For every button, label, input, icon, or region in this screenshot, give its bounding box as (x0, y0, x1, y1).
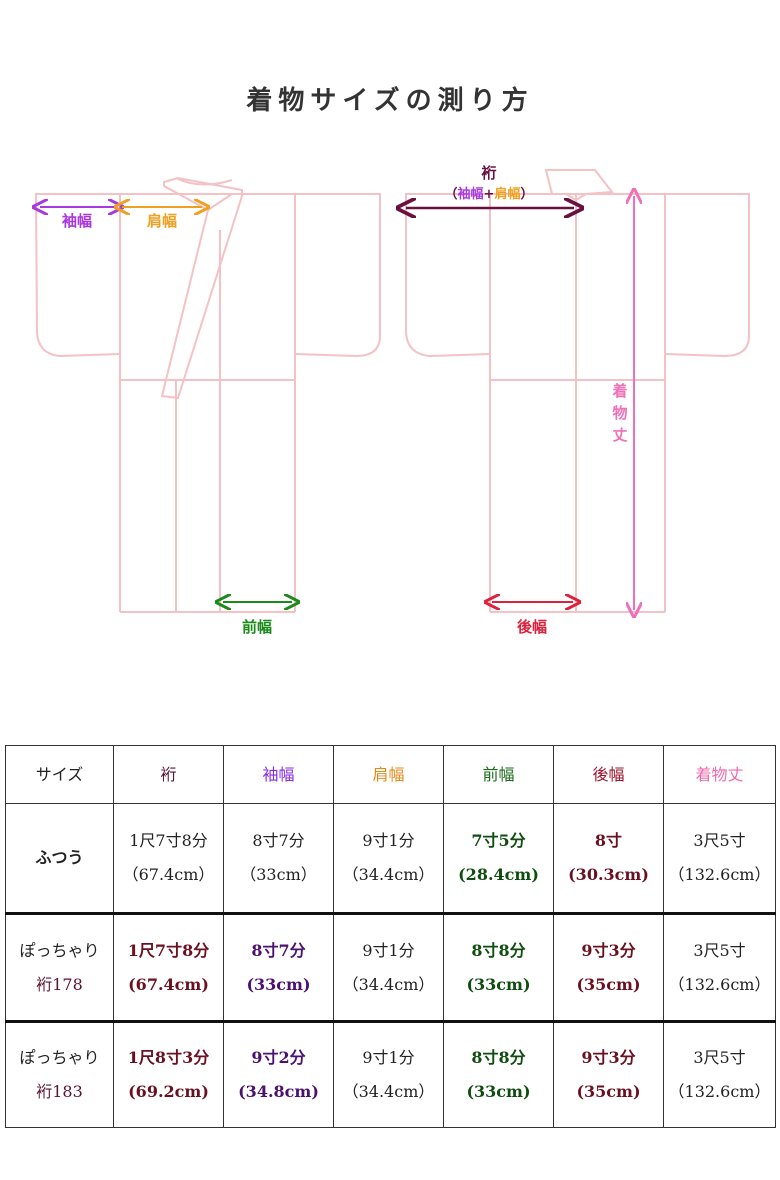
cell-cm: (33cm) (466, 974, 531, 994)
header-yuki: 裄 (113, 745, 224, 804)
header-size: サイズ (5, 745, 114, 804)
ushiro-width-label: 後幅 (516, 618, 547, 636)
yuki-cell: 1尺7寸8分 （67.4cm） (113, 803, 224, 914)
cell-value: 9寸1分 (362, 831, 415, 850)
size-name: ぽっちゃり (19, 1048, 100, 1067)
cell-value: 1尺8寸3分 (127, 1048, 210, 1067)
ushiro-cell: 8寸 (30.3cm) (553, 803, 664, 914)
header-kata: 肩幅 (333, 745, 444, 804)
kimono-length-cell: 3尺5寸 （132.6cm） (663, 912, 776, 1022)
cell-value: 8寸7分 (251, 940, 306, 960)
yuki-sub-plus: + (484, 187, 495, 202)
ushiro-cell: 9寸3分 (35cm) (553, 1020, 664, 1128)
table-row: ぽっちゃり 裄183 1尺8寸3分 (69.2cm) 9寸2分 (34.8cm)… (5, 1020, 776, 1128)
cell-value: 7寸5分 (471, 831, 526, 850)
size-name: ふつう (35, 848, 84, 867)
yuki-sub-close: ） (520, 186, 533, 202)
size-sub: 裄183 (36, 1082, 83, 1101)
ushiro-cell: 9寸3分 (35cm) (553, 912, 664, 1022)
kata-cell: 9寸1分 （34.4cm） (333, 1020, 444, 1128)
cell-cm: (35cm) (576, 974, 641, 994)
kimono-length-cell: 3尺5寸 （132.6cm） (663, 1020, 776, 1128)
kimono-front (34, 176, 381, 613)
size-cell: ふつう (5, 803, 114, 914)
cell-cm: (33cm) (246, 974, 311, 994)
kimono-length-label-2: 物 (612, 404, 627, 422)
cell-cm: （34.4cm） (342, 1082, 435, 1101)
cell-value: 8寸8分 (471, 940, 526, 960)
size-cell: ぽっちゃり 裄183 (5, 1020, 114, 1128)
cell-value: 8寸8分 (471, 1048, 526, 1067)
size-table: サイズ 裄 袖幅 肩幅 前幅 後幅 着物丈 ふつう 1尺7寸8分 （67.4cm… (5, 745, 776, 1128)
cell-value: 9寸3分 (581, 1048, 636, 1067)
sode-cell: 8寸7分 (33cm) (223, 912, 334, 1022)
header-kimono-length: 着物丈 (663, 745, 776, 804)
cell-cm: (67.4cm) (128, 974, 209, 994)
cell-cm: （34.4cm） (342, 974, 435, 994)
kimono-diagram: 袖幅 肩幅 前幅 裄 （袖幅+肩幅） 着 物 丈 後幅 (0, 164, 750, 636)
cell-value: 1尺7寸8分 (127, 940, 210, 960)
cell-cm: （33cm） (240, 865, 317, 884)
table-row: ぽっちゃり 裄178 1尺7寸8分 (67.4cm) 8寸7分 (33cm) 9… (5, 912, 776, 1022)
yuki-cell: 1尺8寸3分 (69.2cm) (113, 1020, 224, 1128)
yuki-sub-label: （袖幅+肩幅） (445, 186, 534, 202)
sode-width-label: 袖幅 (62, 212, 92, 230)
kimono-length-label-3: 丈 (612, 426, 627, 444)
cell-value: 3尺5寸 (693, 940, 746, 960)
mae-cell: 7寸5分 (28.4cm) (443, 803, 554, 914)
size-name: ぽっちゃり (19, 940, 100, 960)
mae-cell: 8寸8分 (33cm) (443, 1020, 554, 1128)
sode-cell: 8寸7分 （33cm） (223, 803, 334, 914)
cell-cm: (35cm) (576, 1082, 641, 1101)
mae-cell: 8寸8分 (33cm) (443, 912, 554, 1022)
sode-cell: 9寸2分 (34.8cm) (223, 1020, 334, 1128)
yuki-cell: 1尺7寸8分 (67.4cm) (113, 912, 224, 1022)
header-ushiro: 後幅 (553, 745, 664, 804)
cell-cm: (30.3cm) (568, 865, 649, 884)
cell-cm: （34.4cm） (342, 865, 435, 884)
header-sode: 袖幅 (223, 745, 334, 804)
kata-width-label: 肩幅 (147, 212, 177, 230)
cell-cm: （67.4cm） (122, 865, 215, 884)
cell-value: 1尺7寸8分 (129, 831, 208, 850)
cell-value: 9寸2分 (251, 1048, 306, 1067)
kata-cell: 9寸1分 （34.4cm） (333, 912, 444, 1022)
cell-cm: (34.8cm) (238, 1082, 319, 1101)
cell-cm: (28.4cm) (458, 865, 539, 884)
cell-cm: (69.2cm) (128, 1082, 209, 1101)
page-title: 着物サイズの測り方 (246, 86, 534, 116)
cell-value: 9寸3分 (581, 940, 636, 960)
cell-value: 8寸7分 (252, 831, 305, 850)
yuki-sub-kata: 肩幅 (494, 186, 520, 202)
header-mae: 前幅 (443, 745, 554, 804)
cell-value: 3尺5寸 (693, 1048, 746, 1067)
cell-value: 9寸1分 (362, 1048, 415, 1067)
cell-cm: （132.6cm） (668, 865, 771, 884)
size-sub: 裄178 (36, 974, 83, 994)
cell-cm: (33cm) (466, 1082, 531, 1101)
yuki-label: 裄 (480, 164, 496, 182)
cell-cm: （132.6cm） (668, 974, 771, 994)
cell-value: 9寸1分 (362, 940, 415, 960)
cell-value: 8寸 (594, 831, 623, 850)
cell-cm: （132.6cm） (668, 1082, 771, 1101)
kimono-back (405, 169, 750, 613)
table-row: ふつう 1尺7寸8分 （67.4cm） 8寸7分 （33cm） 9寸1分 （34… (5, 803, 776, 914)
yuki-sub-sode: 袖幅 (458, 186, 484, 202)
size-cell: ぽっちゃり 裄178 (5, 912, 114, 1022)
table-header-row: サイズ 裄 袖幅 肩幅 前幅 後幅 着物丈 (5, 745, 776, 804)
yuki-sub-open: （ (445, 186, 458, 202)
kimono-length-cell: 3尺5寸 （132.6cm） (663, 803, 776, 914)
kata-cell: 9寸1分 （34.4cm） (333, 803, 444, 914)
cell-value: 3尺5寸 (693, 831, 746, 850)
kimono-length-label-1: 着 (611, 382, 627, 400)
mae-width-label: 前幅 (242, 618, 272, 636)
